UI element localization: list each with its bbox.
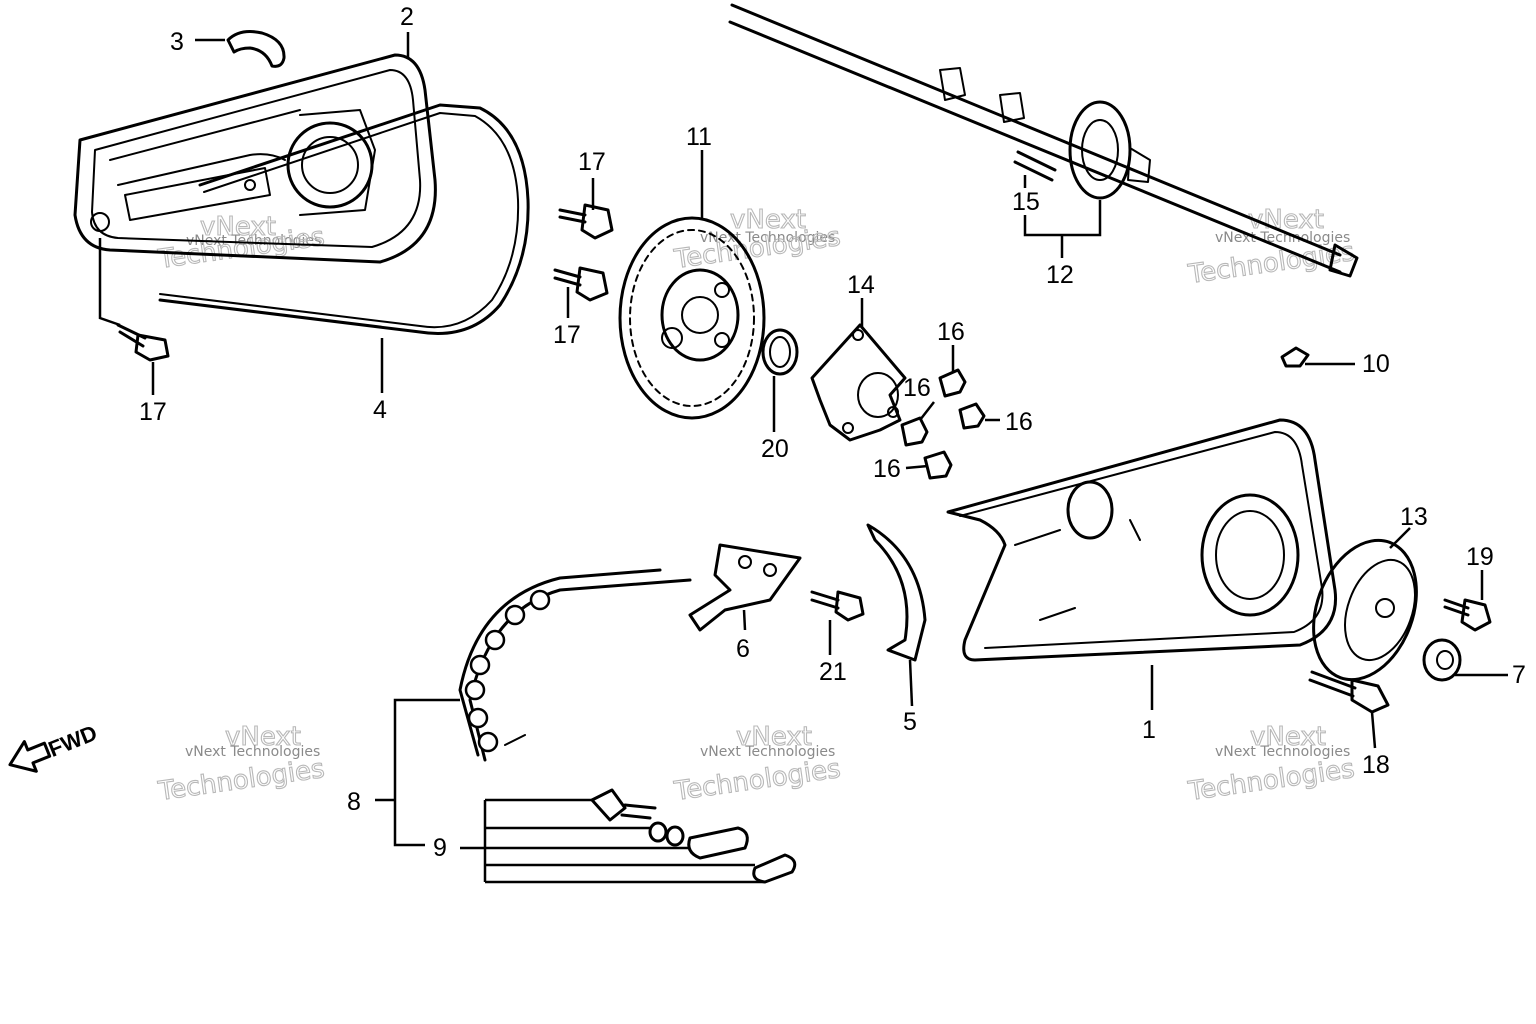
- bolt-21: [810, 590, 865, 622]
- callout-labels: 1 2 3 4 5 6 7 8 9 10 11 12 13 14 15 16 1…: [139, 3, 1526, 862]
- nut-16-b: [900, 416, 929, 447]
- callout-6: 6: [736, 635, 750, 663]
- chain-clip: [226, 30, 286, 68]
- callout-10: 10: [1362, 350, 1390, 378]
- svg-text:vNext Technologies: vNext Technologies: [700, 230, 835, 246]
- bolt-17-lower: [553, 266, 609, 302]
- bolt-19: [1443, 598, 1492, 632]
- svg-text:vNext Technologies: vNext Technologies: [185, 744, 320, 760]
- bolt-17-left: [116, 323, 170, 362]
- bolt-17-upper: [558, 203, 614, 240]
- fwd-indicator: FWD: [8, 720, 101, 773]
- callout-17-c: 17: [139, 398, 167, 426]
- callout-2: 2: [400, 3, 414, 31]
- nut-16-c: [958, 402, 986, 430]
- svg-text:Technologies: Technologies: [156, 754, 327, 807]
- svg-text:vNext Technologies: vNext Technologies: [700, 744, 835, 760]
- callout-17-a: 17: [578, 148, 606, 176]
- fwd-label: FWD: [45, 720, 101, 762]
- master-link: [590, 788, 797, 884]
- drive-chain: [158, 103, 530, 335]
- hub-drum: [1312, 538, 1418, 682]
- sprocket-hub: [810, 323, 907, 442]
- callout-21: 21: [819, 658, 847, 686]
- svg-text:vNext: vNext: [225, 722, 301, 752]
- leader-lines: [98, 32, 1508, 884]
- washer-nut: [1422, 638, 1462, 682]
- callout-7: 7: [1512, 661, 1526, 689]
- callout-20: 20: [761, 435, 789, 463]
- nut-16-d: [923, 450, 953, 480]
- callout-14: 14: [847, 271, 875, 299]
- watermark-bottom-center: vNext vNext Technologies Technologies: [671, 721, 843, 807]
- callout-13: 13: [1400, 503, 1428, 531]
- callout-16-a: 16: [937, 318, 965, 346]
- svg-text:vNext: vNext: [736, 722, 812, 752]
- chain-guide-strip: [866, 523, 927, 662]
- driven-sprocket: [618, 216, 766, 420]
- rear-axle: [728, 3, 1359, 278]
- watermark-bottom-right: vNext vNext Technologies Technologies: [1185, 721, 1357, 807]
- callout-15: 15: [1012, 188, 1040, 216]
- callout-1: 1: [1142, 716, 1156, 744]
- bolt-18: [1308, 670, 1390, 714]
- watermark-bottom-left: vNext vNext Technologies Technologies: [155, 721, 327, 807]
- callout-5: 5: [903, 708, 917, 736]
- seal-ring: [761, 328, 799, 376]
- callout-16-c: 16: [1005, 408, 1033, 436]
- nut-16-a: [938, 368, 967, 398]
- callout-18: 18: [1362, 751, 1390, 779]
- callout-11: 11: [686, 123, 712, 151]
- svg-text:Technologies: Technologies: [672, 754, 843, 807]
- watermark-top-center: vNext vNext Technologies Technologies: [671, 204, 843, 275]
- callout-9: 9: [433, 834, 447, 862]
- callout-12: 12: [1046, 261, 1074, 289]
- callout-16-b: 16: [903, 374, 931, 402]
- svg-text:vNext: vNext: [1250, 722, 1326, 752]
- svg-text:vNext: vNext: [1248, 205, 1324, 235]
- svg-text:vNext: vNext: [730, 205, 806, 235]
- callout-3: 3: [170, 28, 184, 56]
- callout-16-d: 16: [873, 455, 901, 483]
- outer-chain-case: [946, 418, 1338, 662]
- screw-10: [1280, 346, 1310, 368]
- svg-text:vNext: vNext: [200, 212, 276, 242]
- roller-chain-segment: [458, 568, 692, 762]
- callout-19: 19: [1466, 543, 1494, 571]
- callout-4: 4: [373, 396, 387, 424]
- arrow-left-icon: [8, 740, 52, 773]
- tensioner-bracket: [688, 543, 802, 632]
- svg-text:vNext Technologies: vNext Technologies: [1215, 744, 1350, 760]
- callout-8: 8: [347, 788, 361, 816]
- callout-17-b: 17: [553, 321, 581, 349]
- svg-text:Technologies: Technologies: [1186, 754, 1357, 807]
